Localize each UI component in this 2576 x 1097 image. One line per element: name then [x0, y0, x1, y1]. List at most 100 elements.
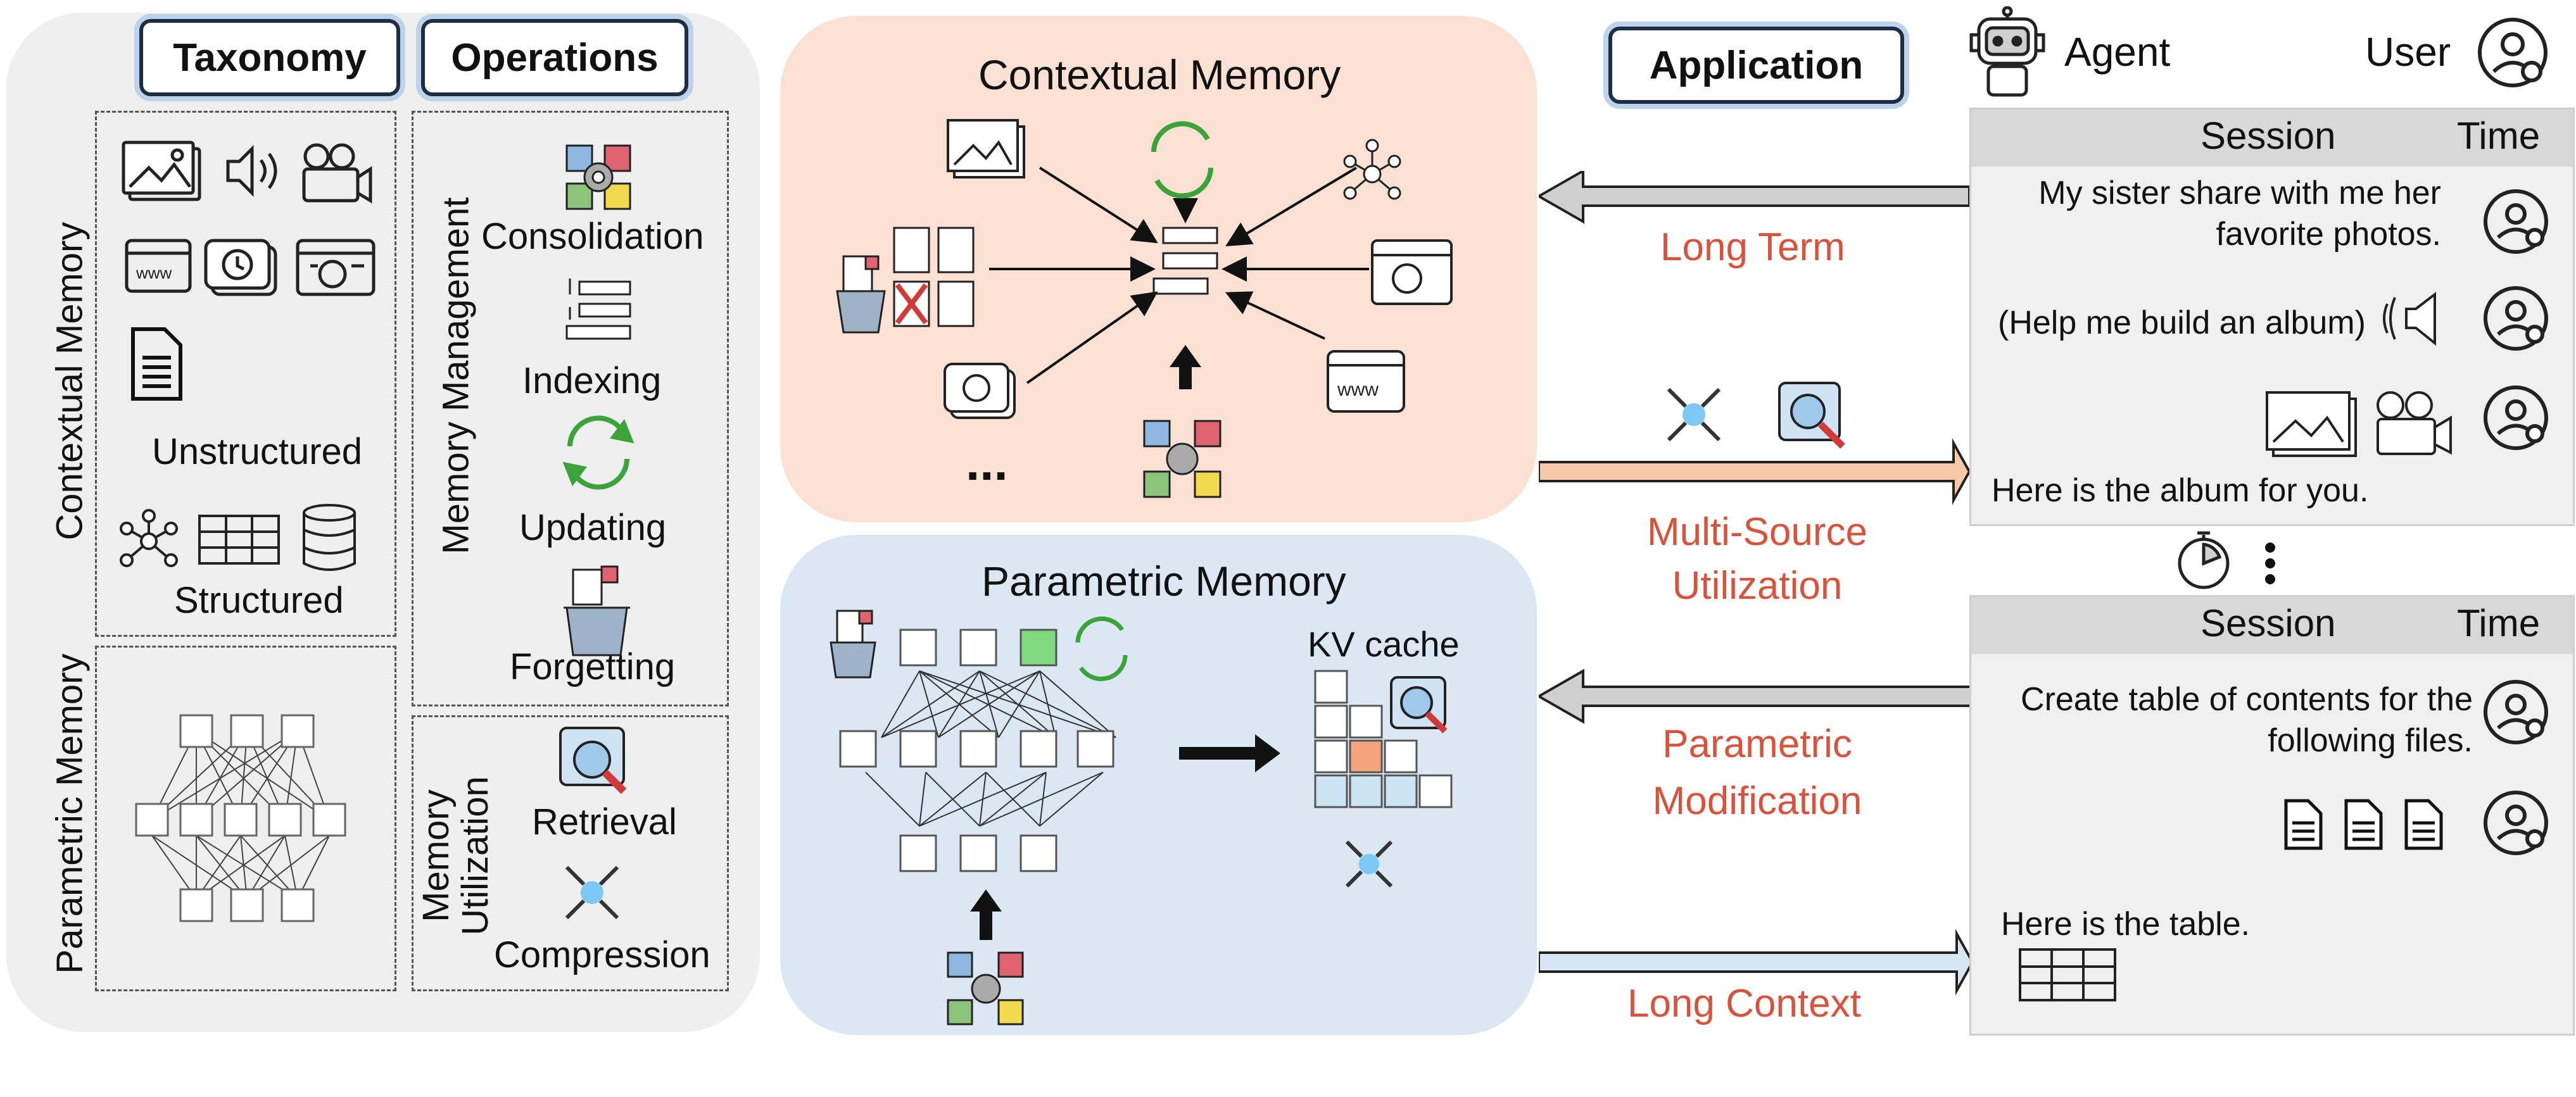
chat-clock-icon [204, 239, 277, 296]
retrieval-magnifier-icon [1778, 382, 1845, 449]
database-icon [303, 504, 356, 571]
svg-text:www: www [1337, 379, 1379, 400]
session-label-2: Session [2200, 602, 2336, 644]
compression-label: Compression [494, 934, 710, 975]
long-term-arrow [1539, 171, 1971, 224]
kv-cache-grid [1314, 670, 1453, 808]
contextual-memory-diagram: www [836, 119, 1453, 498]
session1-msg1-line2: favorite photos. [2216, 216, 2441, 253]
transform-arrow [1179, 734, 1280, 772]
retrieval-label: Retrieval [532, 801, 677, 843]
table-icon [198, 515, 280, 565]
updating-icon [1075, 617, 1128, 681]
image-icon [122, 141, 201, 201]
multi-source-label-1: Multi-Source [1647, 510, 1867, 554]
multi-source-arrow [1539, 438, 1971, 505]
long-context-arrow [1539, 929, 1974, 996]
web-browser-icon: www [1327, 350, 1405, 413]
taxonomy-header: Taxonomy [139, 19, 400, 96]
unstructured-icons: www [120, 141, 376, 571]
time-elapsed-icon [2178, 531, 2275, 589]
document-icon [2284, 799, 2443, 850]
user-label: User [2365, 29, 2451, 75]
user-avatar-icon [2478, 18, 2548, 87]
updating-icon [1151, 121, 1213, 199]
structured-label: Structured [174, 580, 344, 621]
parametric-memory-title: Parametric Memory [982, 558, 1346, 605]
utilization-icons [559, 727, 627, 920]
image-icon [2266, 391, 2357, 457]
contextual-taxonomy-box [95, 111, 396, 637]
contextual-memory-vertical-label: Contextual Memory [49, 222, 91, 541]
parametric-memory-diagram [830, 610, 1453, 1025]
flow-arrows [1539, 171, 1977, 996]
indexing-list-icon [565, 279, 631, 340]
parametric-taxonomy-box [95, 646, 396, 991]
audio-icon [226, 144, 277, 197]
session2-reply: Here is the table. [2001, 906, 2251, 943]
forgetting-trash-icon [830, 610, 876, 679]
session-header-1 [1971, 110, 2573, 166]
time-label-1: Time [2457, 115, 2541, 157]
operations-header: Operations [421, 19, 688, 96]
video-camera-icon [2377, 391, 2452, 455]
audio-icon [2383, 291, 2436, 346]
session1-icons [2266, 189, 2548, 457]
index-list-center-icon [1152, 227, 1218, 295]
consolidation-label: Consolidation [481, 216, 704, 257]
session1-msg1-line1: My sister share with me her [2038, 175, 2441, 211]
consolidation-arrow-icon [947, 889, 1024, 1025]
forgetting-trash-icon [564, 565, 630, 656]
user-avatar-icon [2484, 189, 2548, 450]
compression-icon [1667, 387, 1721, 442]
memory-utilization-box [412, 715, 729, 991]
session-panel-2 [1969, 595, 2575, 1036]
table-icon [2019, 948, 2116, 1001]
document-icon [131, 327, 182, 401]
session1-reply: Here is the album for you. [1992, 472, 2369, 509]
neural-network-icon [135, 714, 346, 922]
parametric-modification-label-2: Modification [1652, 779, 1862, 823]
updating-label: Updating [519, 507, 667, 548]
unstructured-label: Unstructured [152, 431, 363, 472]
compression-icon [1345, 840, 1393, 888]
robot-agent-icon [1969, 6, 2045, 97]
retrieval-magnifier-icon [559, 727, 627, 794]
indexing-label: Indexing [522, 360, 662, 401]
parametric-memory-vertical-label: Parametric Memory [49, 653, 91, 974]
parametric-modification-arrow [1539, 668, 1977, 724]
long-term-label: Long Term [1660, 225, 1845, 269]
agent-label: Agent [2064, 29, 2171, 75]
kv-cache-label: KV cache [1308, 624, 1460, 664]
knowledge-graph-icon [1343, 139, 1401, 200]
user-avatar-icon [2484, 680, 2548, 855]
memory-management-box [412, 111, 729, 706]
more-sources-ellipsis: ... [966, 434, 1008, 491]
time-label-2: Time [2457, 602, 2541, 644]
forgetting-docs-icon [836, 227, 975, 334]
chat-clock-icon [944, 363, 1016, 419]
profile-card-icon [1371, 239, 1453, 305]
long-context-label: Long Context [1627, 982, 1861, 1025]
contextual-memory-title: Contextual Memory [978, 51, 1341, 98]
multi-source-icons [1667, 382, 1845, 449]
session-header-2 [1971, 597, 2573, 654]
session1-msg2: (Help me build an album) [1998, 304, 2366, 341]
session2-msg1-line1: Create table of contents for the [2021, 681, 2473, 718]
session2-icons [2019, 680, 2548, 1001]
session2-msg1-line2: following files. [2268, 722, 2473, 759]
application-header: Application [1608, 27, 1904, 104]
compression-icon [565, 865, 619, 920]
svg-text:www: www [136, 263, 172, 282]
consolidation-arrow-icon [1143, 345, 1222, 498]
management-icons [562, 144, 635, 656]
updating-icon [562, 415, 635, 490]
consolidation-puzzle-icon [565, 144, 631, 210]
retrieval-magnifier-icon [1390, 676, 1448, 734]
profile-card-icon [296, 239, 376, 296]
parametric-modification-label-1: Parametric [1662, 722, 1852, 766]
forgetting-label: Forgetting [510, 646, 676, 687]
image-icon [947, 119, 1025, 179]
video-camera-icon [302, 143, 372, 204]
multi-source-label-2: Utilization [1672, 564, 1843, 608]
